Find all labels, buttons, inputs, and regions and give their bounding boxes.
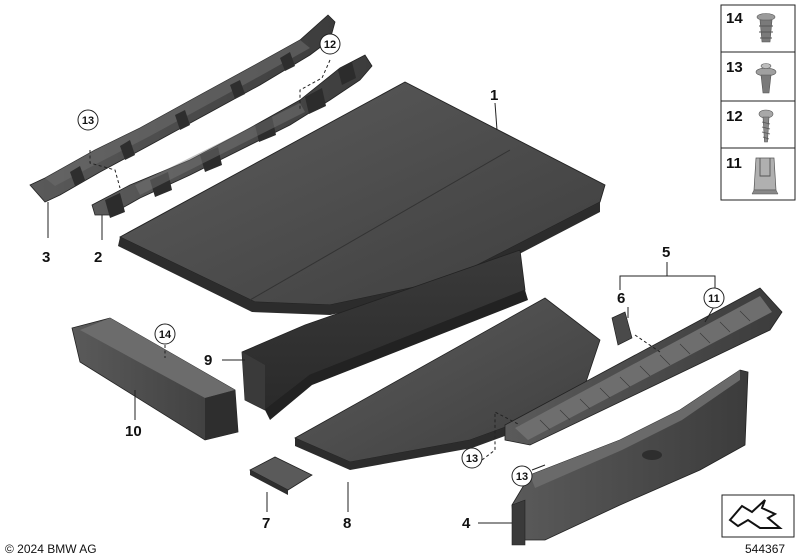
legend-item-11: 11 [726,155,779,195]
part-label-9: 9 [204,352,212,369]
copyright-text: © 2024 BMW AG [5,542,97,556]
part-label-8: 8 [343,515,351,532]
legend-item-14-label: 14 [726,10,743,27]
part-10-side-trim [71,317,239,441]
screw-icon [758,109,774,143]
part-6-clip-bracket [611,311,633,346]
legend-item-12: 12 [726,108,774,143]
orientation-arrow-box [721,494,795,538]
part-label-10: 10 [125,423,142,440]
part-label-4: 4 [462,515,471,532]
expanding-rivet-icon [755,63,777,94]
legend-item-14: 14 [726,10,776,43]
part-label-1: 1 [490,87,498,104]
part-label-2: 2 [94,249,102,266]
callout-12-top: 12 [319,33,341,55]
fastener-legend: 14 13 12 11 [720,4,796,201]
callout-13-left-label: 13 [82,115,94,127]
callout-12-top-label: 12 [324,39,336,51]
part-label-7: 7 [262,515,270,532]
diagram-number: 544367 [745,542,785,556]
callout-11-right-label: 11 [708,293,720,305]
callout-13-bottom-b: 13 [511,465,533,487]
part-label-3: 3 [42,249,50,266]
direction-arrow-icon [728,499,783,529]
callout-13-left: 13 [77,109,99,131]
legend-item-13: 13 [726,59,777,94]
callout-13-bottom-a: 13 [461,447,483,469]
part-5-sill-cover [504,287,783,446]
callout-11-right: 11 [703,287,725,309]
part-label-6: 6 [617,290,625,307]
legend-item-13-label: 13 [726,59,743,76]
callout-13-bottom-a-label: 13 [466,453,478,465]
legend-item-11-label: 11 [726,155,742,172]
part-7-pad [249,456,313,495]
part-3-rear-bracket [29,14,336,203]
legend-item-12-label: 12 [726,108,743,125]
leader-lines [47,59,716,524]
callout-14-mid-label: 14 [159,329,172,341]
part-9-storage-box [241,249,528,420]
clip-nut-icon [751,157,779,195]
part-2-inner-bracket [91,54,373,218]
part-label-5: 5 [662,244,670,261]
callout-13-bottom-b-label: 13 [516,471,528,483]
push-rivet-icon [756,13,776,43]
part-4-side-panel [511,369,749,546]
callout-14-mid: 14 [154,323,176,345]
